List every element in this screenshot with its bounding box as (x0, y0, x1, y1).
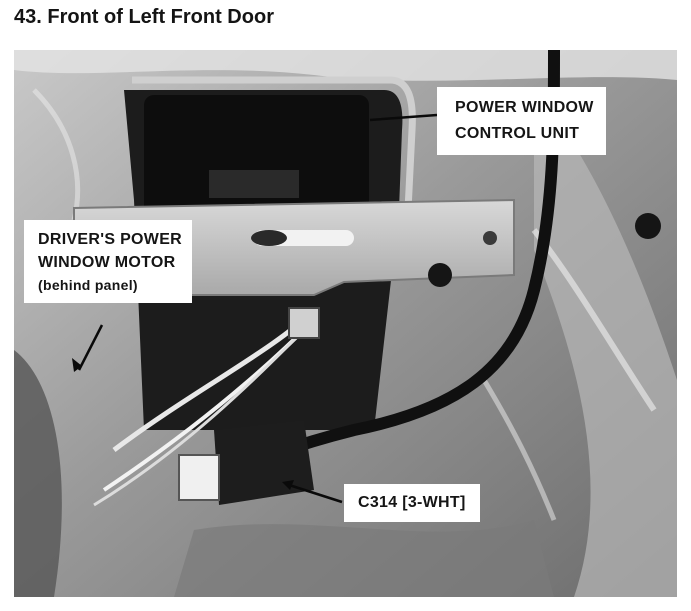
callout-line: CONTROL UNIT (455, 125, 580, 142)
connector-c314 (214, 420, 314, 505)
callout-drivers-power-window-motor: DRIVER'S POWER WINDOW MOTOR (behind pane… (24, 220, 193, 303)
door-bolt (635, 213, 661, 239)
callout-power-window-control-unit: POWER WINDOW CONTROL UNIT (437, 87, 606, 155)
callout-line: POWER WINDOW (455, 99, 594, 116)
callout-line: DRIVER'S POWER (38, 231, 183, 248)
control-unit (144, 95, 369, 215)
callout-line: C314 [3-WHT] (358, 494, 466, 511)
callout-connector-c314: C314 [3-WHT] (344, 484, 480, 522)
callout-line: (behind panel) (38, 277, 138, 293)
callout-line: WINDOW MOTOR (38, 254, 176, 271)
page-title: 43. Front of Left Front Door (14, 6, 274, 28)
